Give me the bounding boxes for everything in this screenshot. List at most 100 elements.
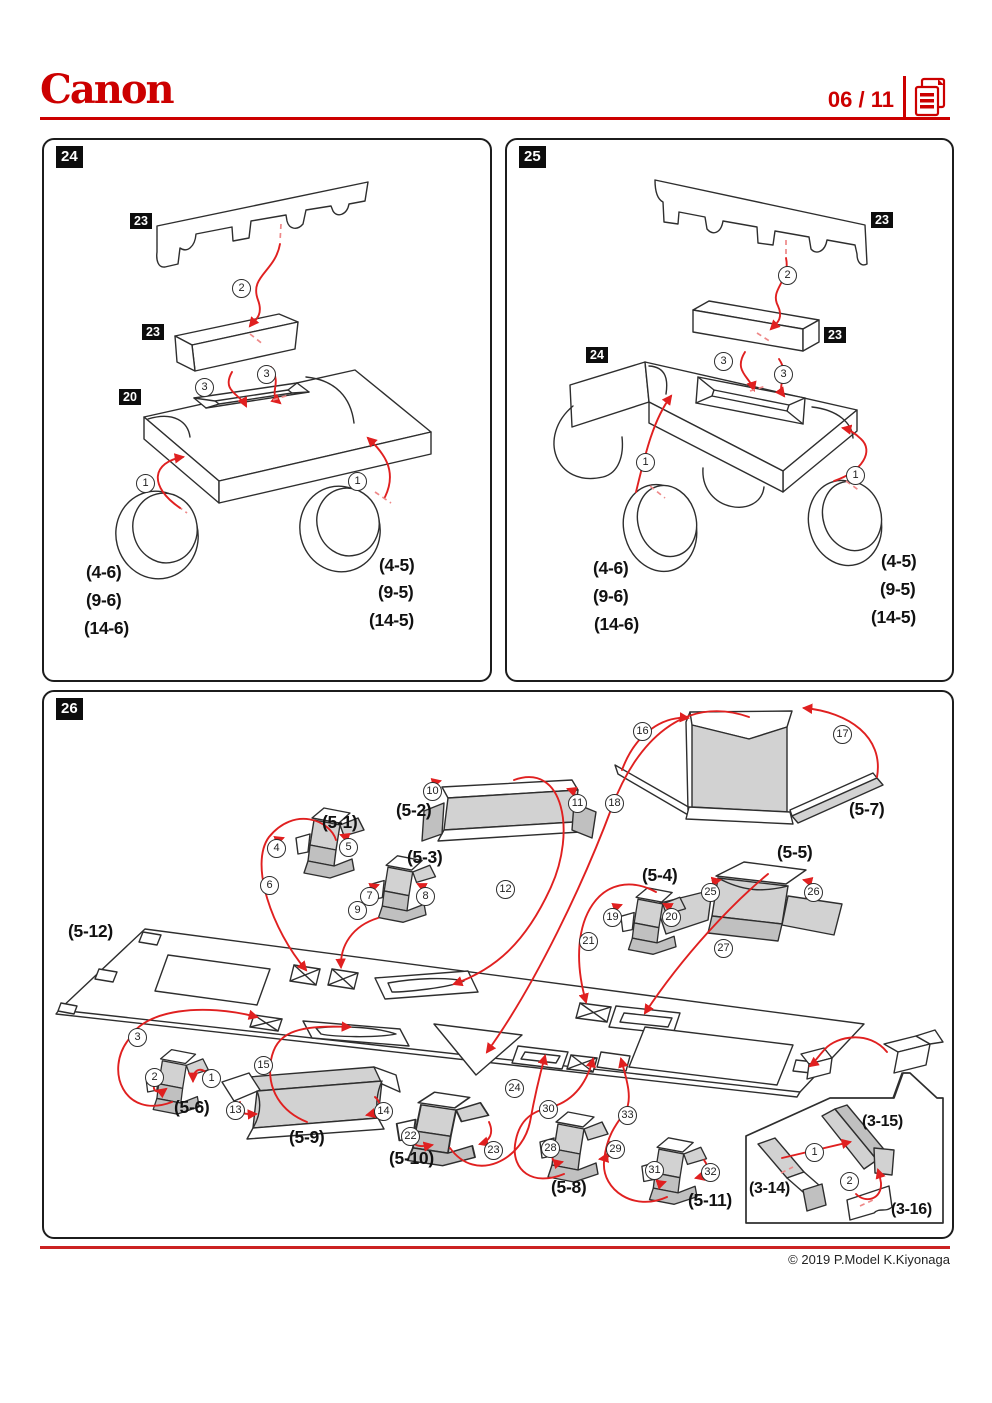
step-circle: 2 bbox=[778, 266, 797, 285]
step-circle: 25 bbox=[701, 883, 720, 902]
step-circle: 28 bbox=[541, 1139, 560, 1158]
part-number-label: (5-11) bbox=[688, 1190, 732, 1210]
part-number-label: (5-8) bbox=[551, 1177, 587, 1197]
step-circle: 4 bbox=[267, 839, 286, 858]
step-circle: 20 bbox=[662, 908, 681, 927]
step-circle: 5 bbox=[339, 838, 358, 857]
step-circle: 30 bbox=[539, 1100, 558, 1119]
step-circle: 1 bbox=[136, 474, 155, 493]
part-number-label: (5-9) bbox=[289, 1127, 325, 1147]
part-number-label: (5-12) bbox=[68, 921, 113, 941]
step-circle: 6 bbox=[260, 876, 279, 895]
part-number-label: (5-5) bbox=[777, 842, 813, 862]
part-number-label: (4-5) bbox=[881, 551, 917, 571]
step-circle: 31 bbox=[645, 1161, 664, 1180]
part-number-label: (5-3) bbox=[407, 847, 443, 867]
step-circle: 1 bbox=[636, 453, 655, 472]
step-circle: 3 bbox=[714, 352, 733, 371]
spacer-bar-part bbox=[692, 300, 820, 352]
part-number-label: (5-1) bbox=[322, 812, 358, 832]
chassis-part bbox=[143, 369, 432, 504]
step-circle: 2 bbox=[232, 279, 251, 298]
part-number-label: (4-5) bbox=[379, 555, 415, 575]
step-circle: 12 bbox=[496, 880, 515, 899]
step-circle: 33 bbox=[618, 1106, 637, 1125]
header-divider bbox=[903, 76, 906, 120]
part-number-label: (3-16) bbox=[891, 1201, 932, 1218]
step-circle: 32 bbox=[701, 1163, 720, 1182]
step-circle: 11 bbox=[568, 794, 587, 813]
part-ref-tag: 23 bbox=[142, 324, 164, 341]
step-circle: 22 bbox=[401, 1127, 420, 1146]
part-ref-tag: 20 bbox=[119, 389, 141, 406]
part-number-label: (4-6) bbox=[593, 558, 629, 578]
step-circle: 3 bbox=[774, 365, 793, 384]
part-number-label: (9-5) bbox=[378, 582, 414, 602]
part-number-label: (5-2) bbox=[396, 800, 432, 820]
part-ref-tag: 23 bbox=[824, 327, 846, 344]
part-number-label: (3-15) bbox=[862, 1113, 903, 1130]
step-circle: 24 bbox=[505, 1079, 524, 1098]
part-ref-tag: 23 bbox=[871, 212, 893, 229]
document-pages-icon bbox=[912, 77, 950, 124]
step-circle: 3 bbox=[195, 378, 214, 397]
part-number-label: (5-10) bbox=[389, 1148, 434, 1168]
step-circle: 9 bbox=[348, 901, 367, 920]
wheel bbox=[622, 483, 698, 573]
step-circle: 19 bbox=[603, 908, 622, 927]
part-number-label: (4-6) bbox=[86, 562, 122, 582]
step-24-panel: 24 23 23 20 2 3 3 1 1 (4-6) (9-6) (14-6)… bbox=[42, 138, 492, 682]
step-circle: 18 bbox=[605, 794, 624, 813]
step-circle: 1 bbox=[805, 1143, 824, 1162]
step-circle: 23 bbox=[484, 1141, 503, 1160]
box-part-5-7 bbox=[614, 710, 884, 825]
bar-part-5-9 bbox=[221, 1066, 401, 1140]
part-number-label: (14-6) bbox=[594, 614, 639, 634]
step-24-illustration bbox=[115, 181, 432, 580]
part-number-label: (9-6) bbox=[593, 586, 629, 606]
part-number-label: (3-14) bbox=[749, 1180, 790, 1197]
step-circle: 29 bbox=[606, 1140, 625, 1159]
page-number: 06 / 11 bbox=[827, 87, 894, 112]
step-25-panel: 25 23 23 24 2 3 3 1 1 (4-6) (9-6) (14-6)… bbox=[505, 138, 954, 682]
step-circle: 13 bbox=[226, 1101, 245, 1120]
spacer-bar-part bbox=[174, 313, 299, 372]
step-circle: 26 bbox=[804, 883, 823, 902]
tab-parts bbox=[800, 1029, 944, 1099]
part-number-label: (5-6) bbox=[174, 1097, 210, 1117]
step-circle: 7 bbox=[360, 887, 379, 906]
step-25-illustration bbox=[553, 179, 883, 573]
step-circle: 1 bbox=[202, 1069, 221, 1088]
fender-strip-part bbox=[654, 179, 868, 266]
step-circle: 3 bbox=[257, 365, 276, 384]
part-number-label: (5-4) bbox=[642, 865, 678, 885]
step-circle: 10 bbox=[423, 782, 442, 801]
canon-logo: Canon bbox=[40, 66, 175, 113]
step-circle: 21 bbox=[579, 932, 598, 951]
fender-strip-part bbox=[156, 181, 369, 268]
step-number: 25 bbox=[519, 146, 546, 168]
step-circle: 1 bbox=[846, 466, 865, 485]
step-number: 24 bbox=[56, 146, 83, 168]
wheel bbox=[299, 485, 381, 573]
step-circle: 15 bbox=[254, 1056, 273, 1075]
chassis-part bbox=[553, 361, 858, 508]
step-number: 26 bbox=[56, 698, 83, 720]
part-number-label: (9-5) bbox=[880, 579, 916, 599]
wheel bbox=[115, 490, 199, 580]
part-number-label: (9-6) bbox=[86, 590, 122, 610]
step-circle: 16 bbox=[633, 722, 652, 741]
step-circle: 14 bbox=[374, 1102, 393, 1121]
step-circle: 2 bbox=[840, 1172, 859, 1191]
step-circle: 1 bbox=[348, 472, 367, 491]
inset-detail-box bbox=[745, 1072, 944, 1224]
step-circle: 17 bbox=[833, 725, 852, 744]
part-number-label: (14-5) bbox=[871, 607, 916, 627]
header-rule bbox=[40, 117, 950, 120]
step-26-panel: 26 (5-1) (5-2) (5-3) (5-4) (5-5) (5-7) (… bbox=[42, 690, 954, 1239]
part-number-label: (5-7) bbox=[849, 799, 885, 819]
step-circle: 3 bbox=[128, 1028, 147, 1047]
wheel bbox=[807, 479, 883, 567]
part-number-label: (14-6) bbox=[84, 618, 129, 638]
part-ref-tag: 24 bbox=[586, 347, 608, 364]
